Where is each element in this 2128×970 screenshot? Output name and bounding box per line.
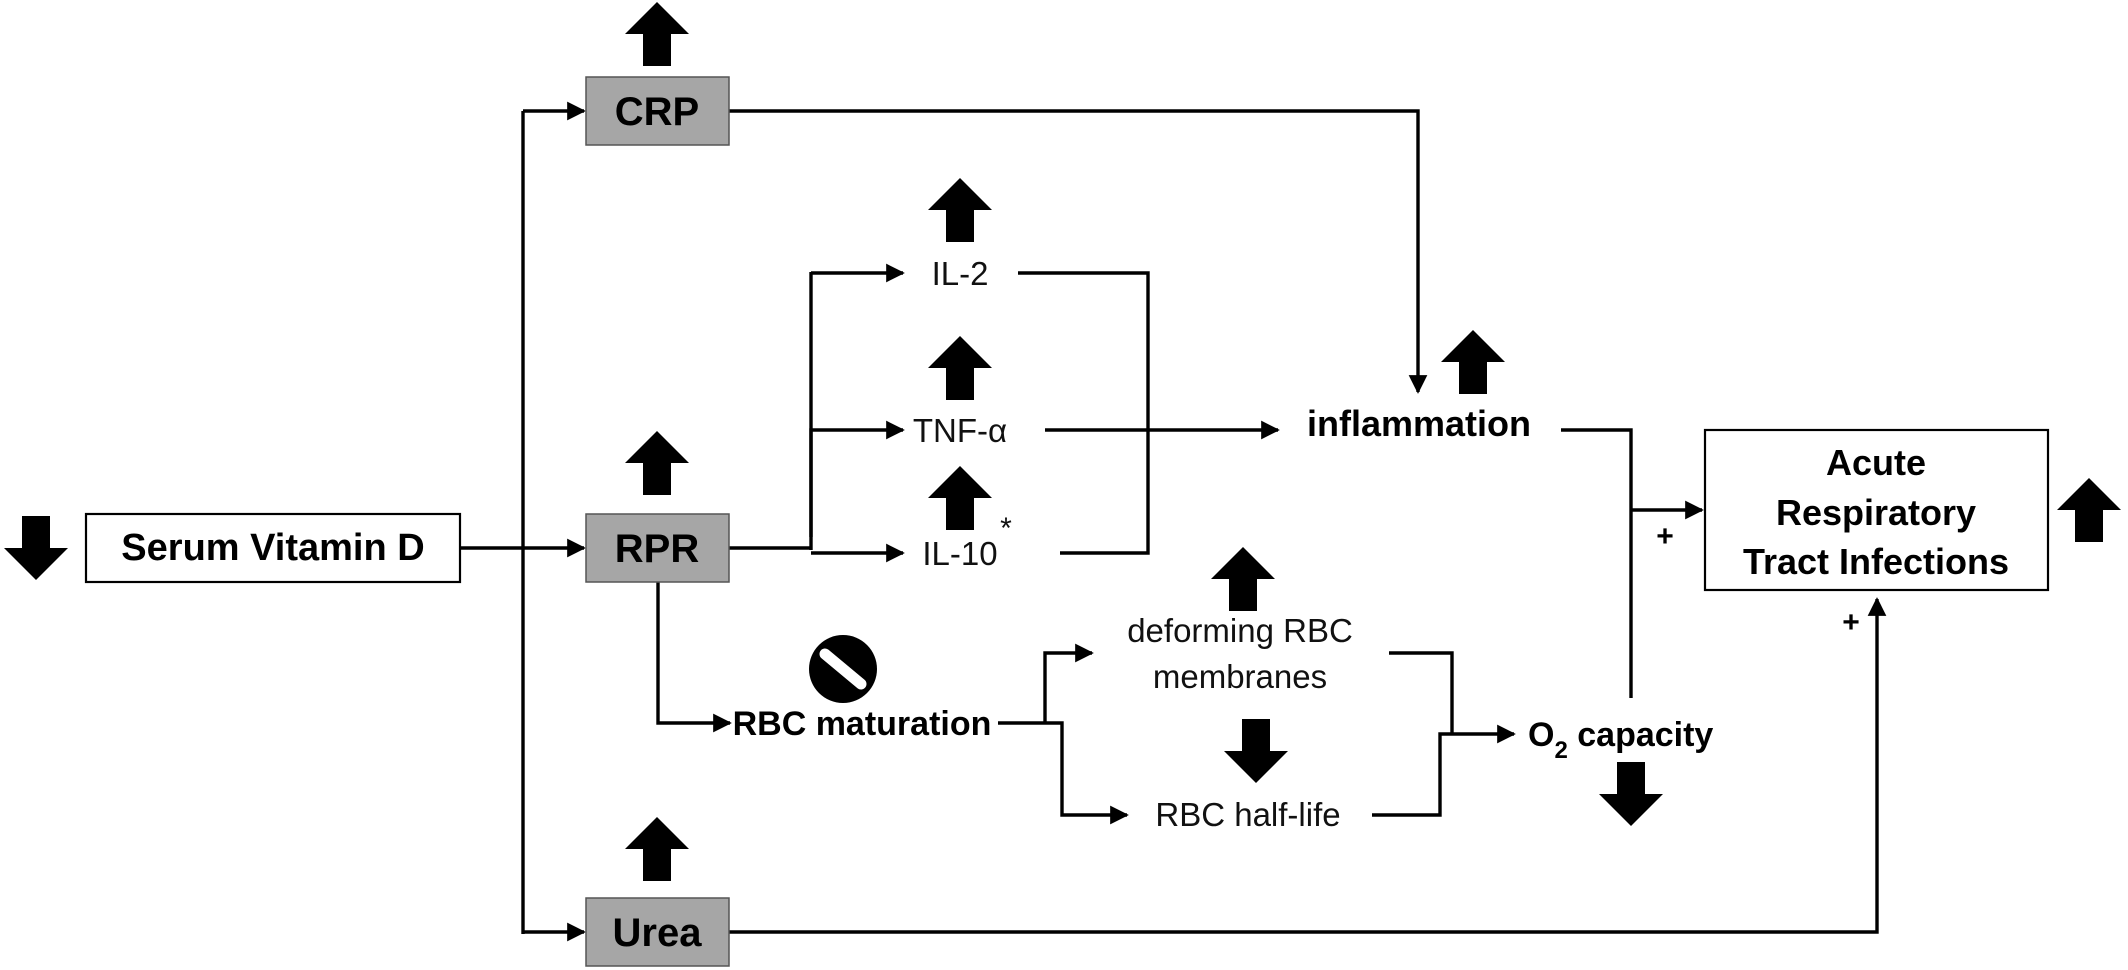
edge-rpr-rbc [656,582,732,733]
deforming-label-line2: membranes [1153,658,1327,695]
node-serum-vitamin-d[interactable]: Serum Vitamin D [84,512,462,584]
ari-label-line1: Acute [1826,442,1926,483]
node-urea[interactable]: Urea [585,897,730,967]
il2-label: IL-2 [932,255,989,292]
ari-label-line2: Respiratory [1776,492,1976,533]
serum-vitamin-d-down-arrow-icon [4,516,68,580]
il10-asterisk: * [1000,512,1012,545]
inflammation-plus-sign: + [1656,520,1674,553]
ari-up-arrow-icon [2057,478,2121,542]
il10-label: IL-10 [922,535,997,572]
edge-il2-out [1018,271,1150,555]
edge-halflife-out [1372,724,1516,817]
rbc-half-life-down-arrow-icon [1224,719,1288,783]
inflammation-label: inflammation [1307,403,1531,444]
prohibited-icon [809,635,877,703]
crp-label: CRP [615,90,699,134]
edge-inflammation-down [1561,428,1633,698]
rpr-up-arrow-icon [625,431,689,495]
edge-deforming-out [1389,651,1454,734]
node-crp[interactable]: CRP [585,76,730,146]
urea-label: Urea [613,911,703,955]
o2-capacity-word: capacity [1568,716,1714,754]
o2-symbol: O [1528,716,1554,754]
deforming-membranes-up-arrow-icon [1211,547,1275,611]
urea-up-arrow-icon [625,817,689,881]
node-ari[interactable]: Acute Respiratory Tract Infections [1703,428,2050,592]
serum-vitamin-d-label: Serum Vitamin D [121,527,424,569]
edge-rbc-branch [998,721,1129,825]
connectors [460,101,1887,942]
urea-plus-sign: + [1842,606,1860,639]
o2-capacity-down-arrow-icon [1599,762,1663,826]
edge-to-tnf [809,420,905,537]
rbc-maturation-label: RBC maturation [733,705,992,743]
deforming-label-line1: deforming RBC [1127,612,1353,649]
inflammation-up-arrow-icon [1441,330,1505,394]
rbc-half-life-label: RBC half-life [1155,796,1340,833]
edge-to-deforming [1043,643,1094,723]
tnf-up-arrow-icon [928,336,992,400]
il2-up-arrow-icon [928,178,992,242]
edge-urea-ari [729,597,1887,934]
o2-subscript: 2 [1554,737,1567,764]
edge-crp-inflammation [729,109,1428,394]
node-rpr[interactable]: RPR [585,513,730,583]
il10-up-arrow-icon [928,466,992,530]
rpr-label: RPR [615,527,700,571]
o2-capacity-label: O2 capacity [1528,716,1713,764]
ari-label-line3: Tract Infections [1743,541,2009,582]
tnf-label: TNF-α [913,412,1007,449]
crp-up-arrow-icon [625,2,689,66]
